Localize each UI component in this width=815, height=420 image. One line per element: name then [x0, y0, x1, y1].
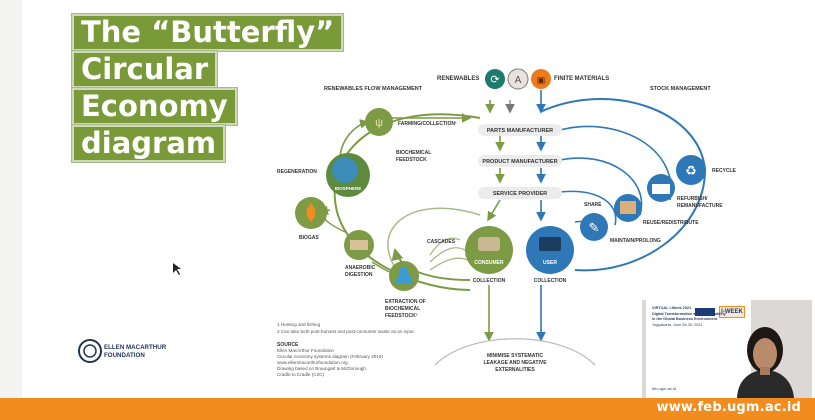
share-label: SHARE: [584, 202, 602, 208]
cursor-icon: [173, 263, 181, 275]
finite-materials-label: FINITE MATERIALS: [554, 76, 609, 82]
biochemical-feedstock-label-2: FEEDSTOCK: [396, 157, 427, 163]
source-line-3: www.ellenmacarthurfoundation.org: [277, 360, 348, 365]
consumer-label: CONSUMER: [474, 260, 504, 266]
speaker-figure: [642, 300, 812, 398]
svg-text:♻: ♻: [685, 163, 697, 178]
svg-text:⟳: ⟳: [490, 74, 499, 86]
refurbish-label-1: REFURBISH/: [677, 196, 708, 202]
svg-text:▣: ▣: [537, 75, 546, 85]
source-line-4: Drawing based on Braungart & McDonough,: [277, 366, 367, 371]
source-line-1: Ellen MacArthur Foundation: [277, 348, 334, 353]
regeneration-label: REGENERATION: [277, 169, 317, 175]
minimise-label-3: EXTERNALITIES: [495, 367, 535, 373]
logo-line-1: ELLEN MACARTHUR: [104, 344, 167, 351]
biosphere-label: BIOSPHERE: [335, 186, 362, 191]
parts-manufacturer-box: PARTS MANUFACTURER: [487, 128, 553, 134]
footer-bar: www.feb.ugm.ac.id: [0, 398, 815, 420]
refurbish-label-2: REMANUFACTURE: [677, 203, 723, 209]
renewables-label: RENEWABLES: [437, 76, 479, 82]
stock-management-header: STOCK MANAGEMENT: [650, 86, 711, 92]
anaerobic-label-2: DIGESTION: [345, 272, 373, 278]
cascades-label: CASCADES: [427, 239, 456, 245]
speaker-video: I-WEEK VIRTUAL I-Week 2021 Digital Trans…: [642, 300, 812, 398]
svg-text:ψ: ψ: [375, 117, 383, 129]
footnote-1: 1 Hunting and fishing: [277, 322, 321, 327]
recycle-label: RECYCLE: [712, 168, 737, 174]
footnote-2: 2 Can take both post-harvest and post-co…: [277, 329, 414, 334]
foundation-logo: [79, 340, 101, 362]
service-provider-box: SERVICE PROVIDER: [493, 191, 547, 197]
extraction-label-1: EXTRACTION OF: [385, 299, 426, 305]
maintain-label: MAINTAIN/PROLONG: [610, 238, 661, 244]
source-line-5: Cradle to Cradle (C2C): [277, 372, 324, 377]
collection-label-right: COLLECTION: [534, 278, 567, 284]
product-manufacturer-box: PRODUCT MANUFACTURER: [482, 159, 557, 165]
extraction-label-3: FEEDSTOCK²: [385, 313, 418, 319]
logo-line-2: FOUNDATION: [104, 352, 145, 359]
minimise-label-1: MINIMISE SYSTEMATIC: [487, 353, 543, 359]
biochemical-feedstock-label-1: BIOCHEMICAL: [396, 150, 431, 156]
website-url: www.feb.ugm.ac.id: [657, 400, 801, 415]
extraction-label-2: BIOCHEMICAL: [385, 306, 420, 312]
svg-text:A: A: [515, 75, 522, 86]
collection-label-left: COLLECTION: [473, 278, 506, 284]
user-label: USER: [543, 260, 557, 266]
anaerobic-label-1: ANAEROBIC: [345, 265, 376, 271]
reuse-label: REUSE/REDISTRIBUTE: [643, 220, 699, 226]
svg-text:✎: ✎: [589, 220, 600, 235]
minimise-label-2: LEAKAGE AND NEGATIVE: [483, 360, 547, 366]
renewables-flow-header: RENEWABLES FLOW MANAGEMENT: [324, 86, 423, 92]
source-line-2: Circular economy systems diagram (Februa…: [277, 354, 383, 359]
farming-label: FARMING/COLLECTION¹: [398, 121, 457, 127]
biogas-label: BIOGAS: [299, 235, 319, 241]
